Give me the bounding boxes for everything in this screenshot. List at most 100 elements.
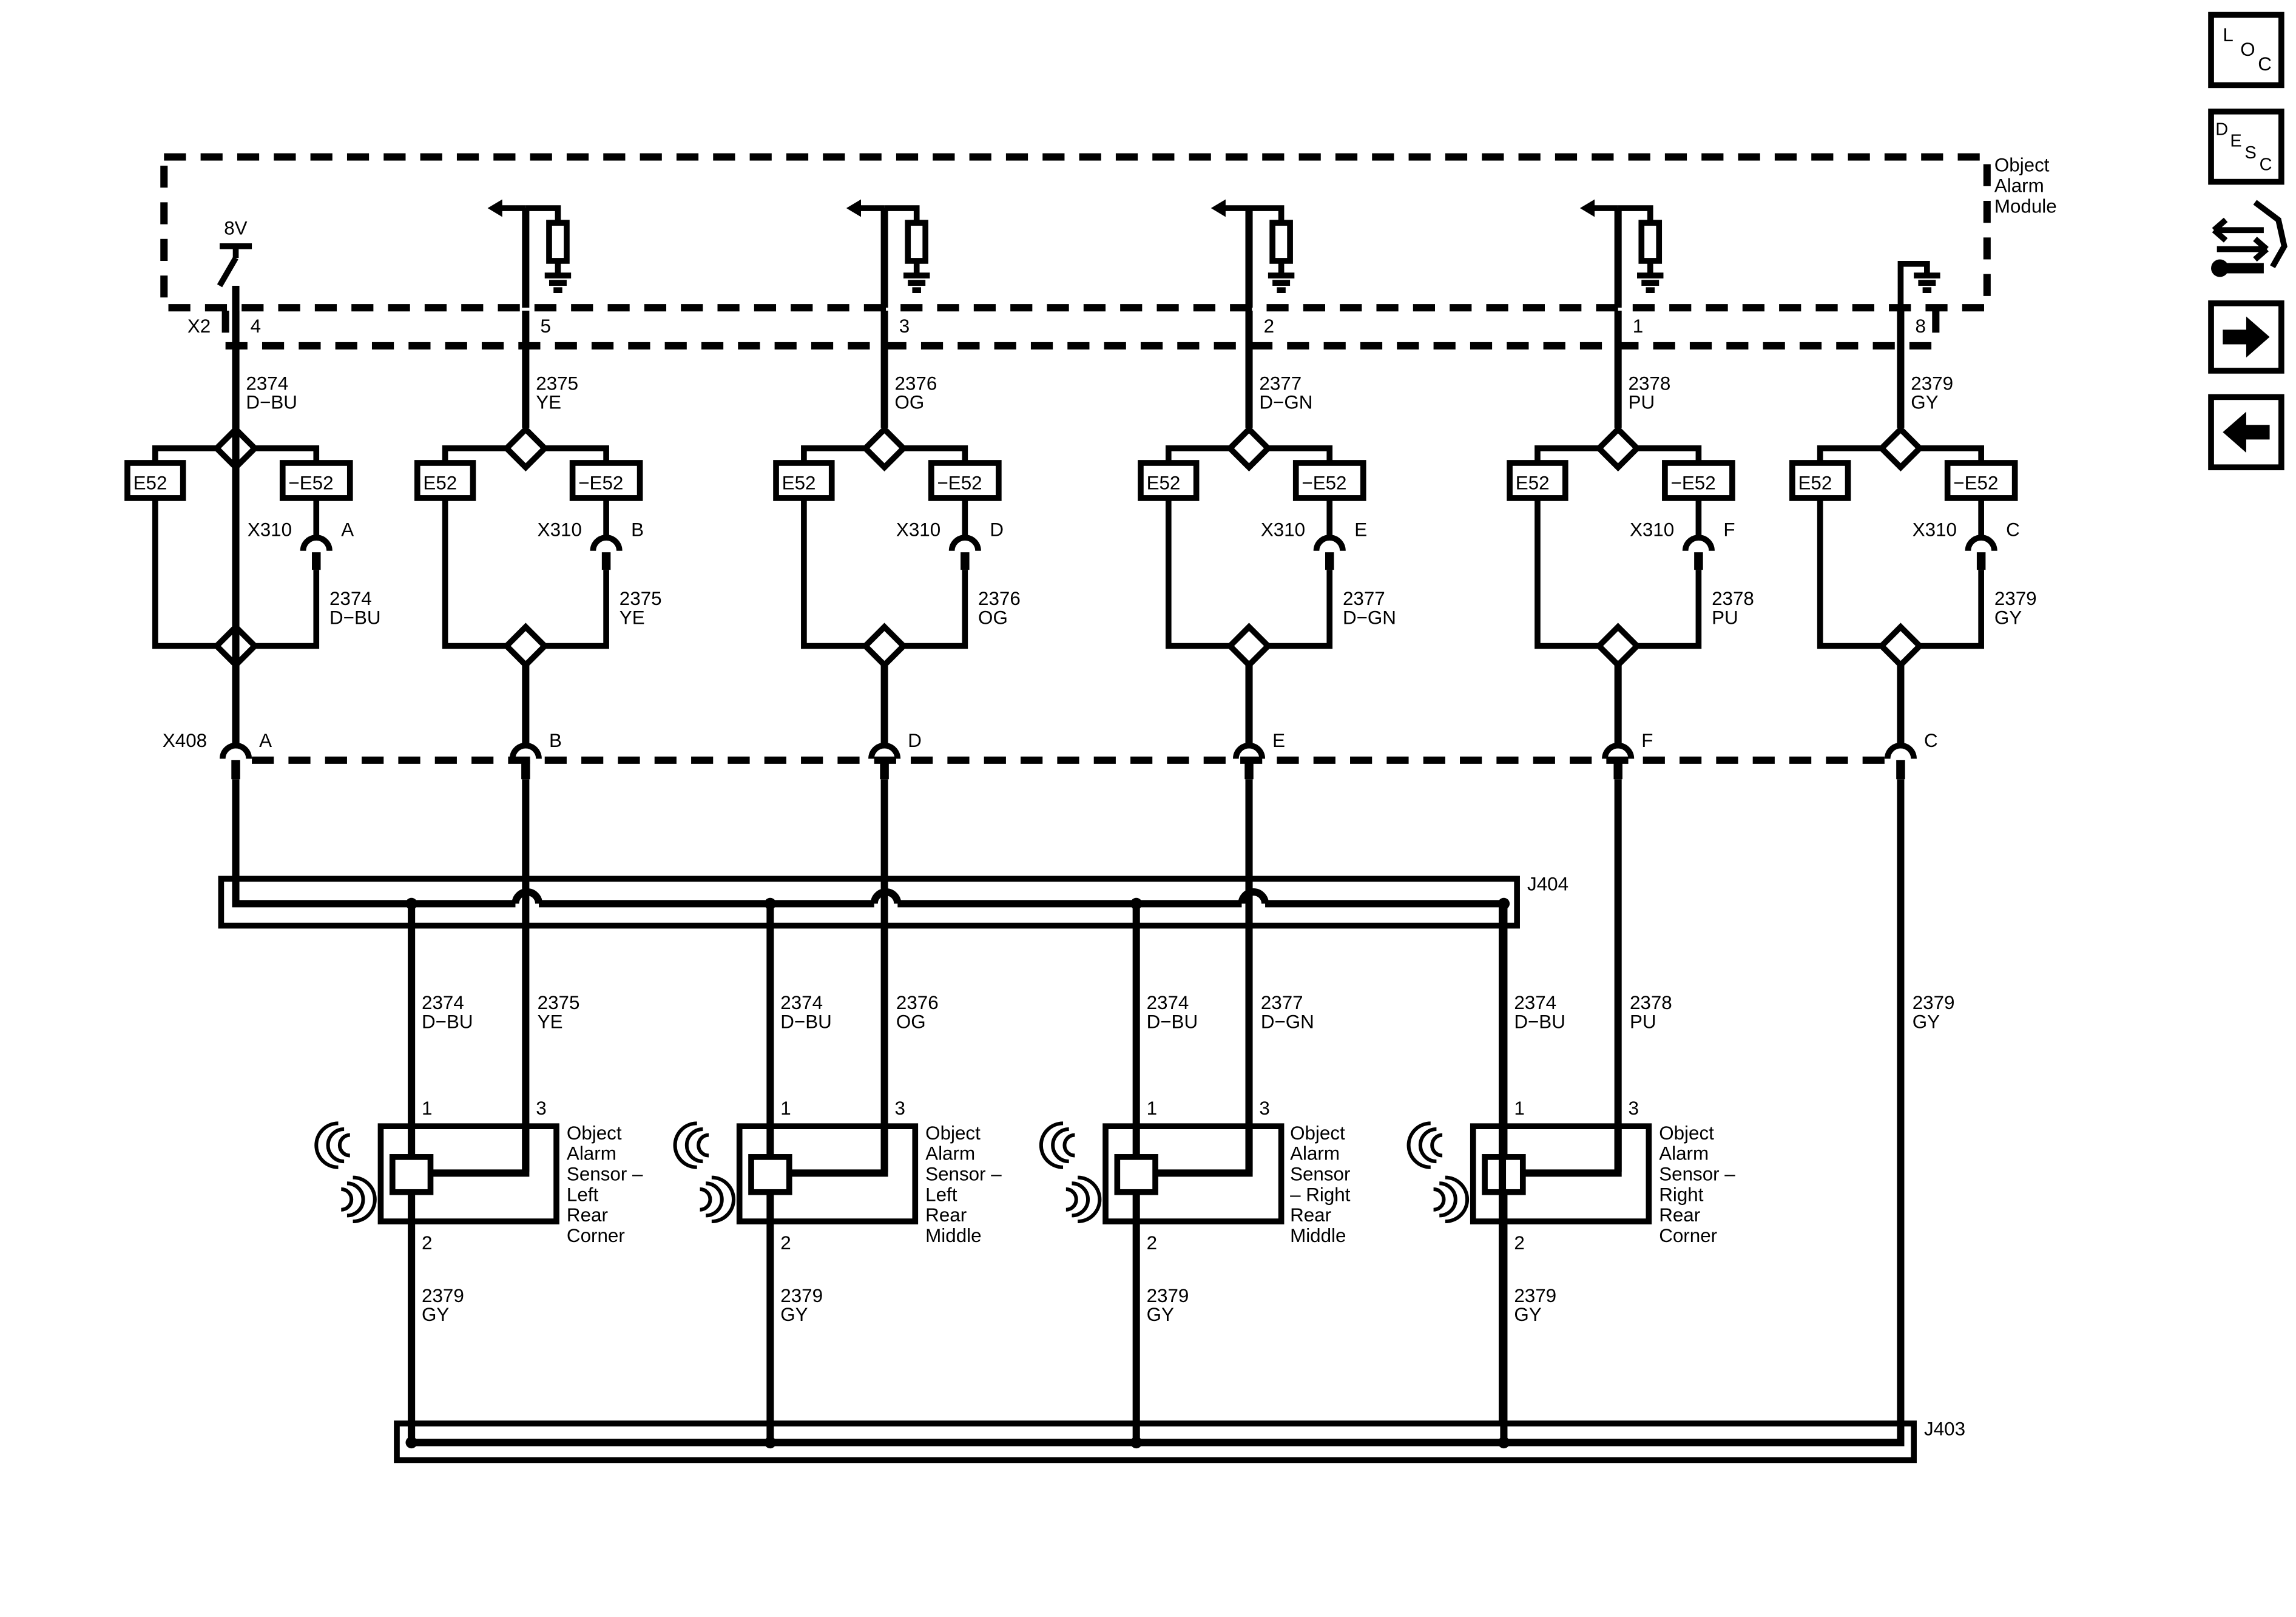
circuit-color-mid: D−BU — [329, 607, 381, 628]
circuit-number-mid: 2378 — [1712, 588, 1754, 609]
x408-pin-A: A — [259, 730, 272, 751]
sensor-pin-3: 3 — [1629, 1098, 1639, 1119]
ground-icon — [544, 260, 572, 294]
x310-pin-body — [961, 552, 970, 570]
loc-letter-o: O — [2240, 39, 2255, 60]
sensor-name-line-3: Sensor – — [567, 1163, 643, 1184]
option-without-path-bottom — [903, 570, 968, 649]
module-signal-arrow-icon — [846, 199, 861, 217]
circuit-color-mid: YE — [620, 607, 645, 628]
loc-letter-c: C — [2258, 53, 2272, 75]
sensor-ground-color: GY — [780, 1304, 808, 1325]
x408-pin-D: D — [908, 730, 922, 751]
splice-pack-j404-label: J404 — [1527, 874, 1568, 895]
option-without-path-bottom — [1637, 570, 1702, 649]
x310-terminal-icon — [1965, 535, 1997, 552]
arrow-left-icon[interactable] — [2208, 394, 2284, 471]
wire-2378-color: PU — [1630, 1011, 1656, 1032]
sensor-element — [748, 1154, 792, 1195]
wire-2379-color: GY — [1913, 1011, 1940, 1032]
x310-label: X310 — [248, 519, 292, 541]
option-split-lines — [801, 445, 968, 463]
sensor-name-line-3: Sensor — [1290, 1163, 1350, 1184]
x408-pin-body — [1244, 760, 1254, 780]
sound-emit-icon — [700, 1175, 735, 1224]
sensor-feed-color: D−BU — [780, 1011, 832, 1032]
option-split-lines — [1535, 445, 1702, 463]
j404-bus-crossovers — [512, 888, 1269, 904]
sound-emit-icon — [1433, 1175, 1470, 1224]
sound-emit-icon — [341, 1175, 377, 1224]
x310-label: X310 — [1913, 519, 1957, 541]
sensor-name-line-1: Object — [1659, 1122, 1714, 1144]
option-split-diamond — [502, 425, 549, 472]
sensor-signal-number: 2377 — [1261, 992, 1303, 1013]
x408-terminal-icon — [1602, 742, 1635, 759]
sensor-pin-2: 2 — [422, 1232, 432, 1254]
option-code-without: −E52 — [578, 472, 623, 493]
x310-terminal-icon — [1313, 535, 1346, 552]
supply-voltage-label: 8V — [224, 218, 247, 239]
x310-pin-D: D — [990, 519, 1004, 541]
circuit-color-top: OG — [895, 392, 925, 413]
option-split-diamond — [1595, 425, 1641, 472]
object-alarm-module-outline — [160, 153, 1991, 312]
sensor-ground-color: GY — [1147, 1304, 1174, 1325]
desc-letter-d: D — [2215, 120, 2228, 139]
option-code-without: −E52 — [288, 472, 333, 493]
x310-pin-B: B — [631, 519, 644, 541]
sensor-name-line-5: Rear — [1290, 1204, 1331, 1226]
sensor-name-line-3: Sensor – — [1659, 1163, 1735, 1184]
resistor-lead — [1618, 205, 1653, 223]
option-join-diamond — [1595, 623, 1641, 669]
resistor-lead — [1249, 205, 1285, 223]
sensor-pin-1: 1 — [422, 1098, 432, 1119]
x408-pin-body — [1613, 760, 1622, 780]
sensor-name-line-4: Left — [925, 1184, 957, 1205]
x310-pin-F: F — [1723, 519, 1735, 541]
sensor-signal-color: OG — [896, 1011, 926, 1032]
x408-connector-label: X408 — [163, 730, 207, 751]
arrow-right-icon[interactable] — [2208, 300, 2284, 374]
option-without-path-bottom — [1919, 570, 1984, 649]
connector-tool-icon[interactable] — [2211, 200, 2288, 277]
option-code-with: E52 — [1516, 472, 1550, 493]
sound-receive-icon — [1039, 1121, 1075, 1169]
loc-button[interactable]: L O C — [2208, 12, 2284, 89]
circuit-number-mid: 2379 — [1994, 588, 2037, 609]
module-signal-arrow-icon — [487, 199, 502, 217]
option-split-lines — [1165, 445, 1333, 463]
x310-pin-body — [312, 552, 321, 570]
sound-emit-icon — [1065, 1175, 1102, 1224]
sensor-body — [1470, 1123, 1652, 1224]
sound-receive-icon — [673, 1121, 709, 1169]
sensor-pin-1: 1 — [1147, 1098, 1157, 1119]
module-pin-5: 5 — [540, 316, 550, 337]
x310-terminal-icon — [948, 535, 981, 552]
desc-button[interactable]: D E S C — [2208, 108, 2284, 185]
pull-down-resistor — [1269, 220, 1293, 264]
sensor-signal-number: 2375 — [538, 992, 580, 1013]
sensor-name-line-1: Object — [1290, 1122, 1345, 1144]
sensor-ground-number: 2379 — [422, 1285, 464, 1306]
option-join-diamond — [1226, 623, 1272, 669]
circuit-number-mid: 2376 — [978, 588, 1021, 609]
splice-pack-j404 — [218, 876, 1520, 929]
sensor-body — [736, 1123, 919, 1224]
x408-terminal-icon — [868, 742, 901, 759]
option-split-diamond — [1877, 425, 1924, 472]
circuit-number-top: 2376 — [895, 373, 937, 394]
option-split-diamond — [212, 425, 259, 472]
module-pin-1: 1 — [1633, 316, 1643, 337]
circuit-color-mid: D−GN — [1343, 607, 1396, 628]
sensor-name-line-1: Object — [567, 1122, 622, 1144]
ground-icon — [903, 260, 930, 294]
circuit-number-top: 2374 — [246, 373, 288, 394]
ground-icon — [1268, 260, 1295, 294]
